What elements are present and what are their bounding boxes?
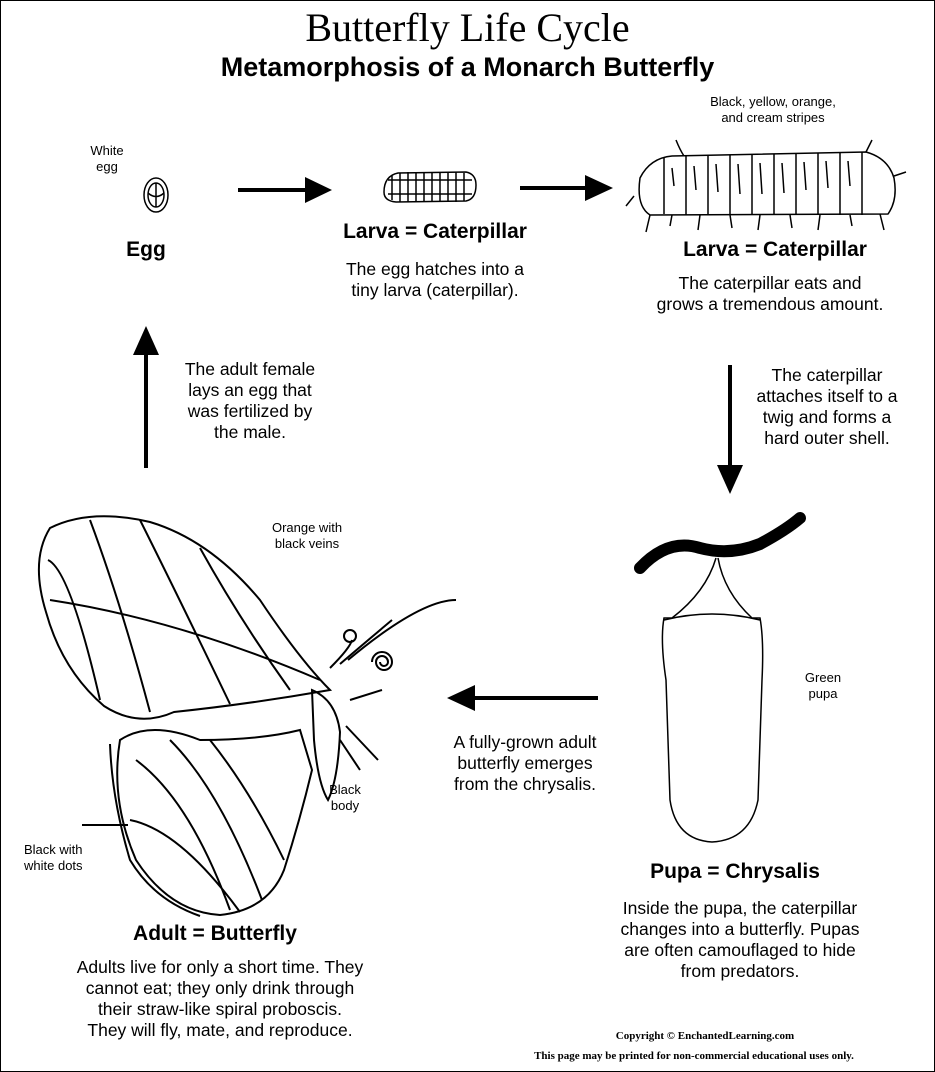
chrysalis-drawing (640, 518, 800, 842)
stripes-note-line2: and cream stripes (648, 110, 898, 126)
body-note-line2: body (310, 798, 380, 814)
pupa-stage-label: Pupa = Chrysalis (600, 860, 870, 884)
usage-notice: This page may be printed for non-commerc… (455, 1050, 933, 1062)
pupa-description: Inside the pupa, the caterpillar changes… (575, 898, 905, 982)
to-pupa-line4: hard outer shell. (732, 428, 922, 449)
larva-desc-line1: The egg hatches into a (300, 259, 570, 280)
wing-note-line1: Orange with (252, 520, 362, 536)
pupa-note-line1: Green (788, 670, 858, 686)
caterpillar-stage-label: Larva = Caterpillar (630, 238, 920, 262)
wing-note: Orange with black veins (252, 520, 362, 552)
emerge-description: A fully-grown adult butterfly emerges fr… (425, 732, 625, 795)
pupa-note: Green pupa (788, 670, 858, 702)
body-note-line1: Black (310, 782, 380, 798)
edge-note-line1: Black with (24, 842, 114, 858)
lay-egg-line4: the male. (150, 422, 350, 443)
pupa-desc-line1: Inside the pupa, the caterpillar (575, 898, 905, 919)
larva-description: The egg hatches into a tiny larva (cater… (300, 259, 570, 301)
pupa-note-line2: pupa (788, 686, 858, 702)
emerge-line1: A fully-grown adult (425, 732, 625, 753)
emerge-line3: from the chrysalis. (425, 774, 625, 795)
body-note: Black body (310, 782, 380, 814)
emerge-line2: butterfly emerges (425, 753, 625, 774)
egg-note: White egg (72, 143, 142, 175)
adult-desc-line1: Adults live for only a short time. They (20, 957, 420, 978)
to-pupa-line2: attaches itself to a (732, 386, 922, 407)
larva-desc-line2: tiny larva (caterpillar). (300, 280, 570, 301)
to-pupa-description: The caterpillar attaches itself to a twi… (732, 365, 922, 449)
egg-note-line1: White (72, 143, 142, 159)
egg-drawing (144, 178, 168, 212)
egg-stage-label: Egg (96, 238, 196, 262)
lay-egg-description: The adult female lays an egg that was fe… (150, 359, 350, 443)
adult-desc-line3: their straw-like spiral proboscis. (20, 999, 420, 1020)
lay-egg-line3: was fertilized by (150, 401, 350, 422)
adult-desc-line4: They will fly, mate, and reproduce. (20, 1020, 420, 1041)
caterpillar-description: The caterpillar eats and grows a tremend… (610, 273, 930, 315)
egg-note-line2: egg (72, 159, 142, 175)
page-title: Butterfly Life Cycle (0, 4, 935, 51)
edge-note: Black with white dots (24, 842, 114, 874)
copyright-notice: Copyright © EnchantedLearning.com (495, 1030, 915, 1042)
caterpillar-desc-line1: The caterpillar eats and (610, 273, 930, 294)
arrow-egg-to-larva (238, 177, 332, 203)
pupa-desc-line4: from predators. (575, 961, 905, 982)
small-larva-drawing (384, 172, 476, 202)
stripes-note-line1: Black, yellow, orange, (648, 94, 898, 110)
edge-note-line2: white dots (24, 858, 114, 874)
lay-egg-line2: lays an egg that (150, 380, 350, 401)
larva-stage-label: Larva = Caterpillar (300, 220, 570, 244)
wing-note-line2: black veins (252, 536, 362, 552)
caterpillar-drawing (626, 140, 906, 232)
arrow-pupa-to-adult (447, 685, 598, 711)
adult-desc-line2: cannot eat; they only drink through (20, 978, 420, 999)
caterpillar-stripes-note: Black, yellow, orange, and cream stripes (648, 94, 898, 126)
to-pupa-line3: twig and forms a (732, 407, 922, 428)
arrow-larva-to-caterpillar (520, 175, 613, 201)
caterpillar-desc-line2: grows a tremendous amount. (610, 294, 930, 315)
pupa-desc-line2: changes into a butterfly. Pupas (575, 919, 905, 940)
to-pupa-line1: The caterpillar (732, 365, 922, 386)
adult-stage-label: Adult = Butterfly (80, 922, 350, 946)
page-subtitle: Metamorphosis of a Monarch Butterfly (0, 52, 935, 83)
adult-description: Adults live for only a short time. They … (20, 957, 420, 1041)
pupa-desc-line3: are often camouflaged to hide (575, 940, 905, 961)
lay-egg-line1: The adult female (150, 359, 350, 380)
